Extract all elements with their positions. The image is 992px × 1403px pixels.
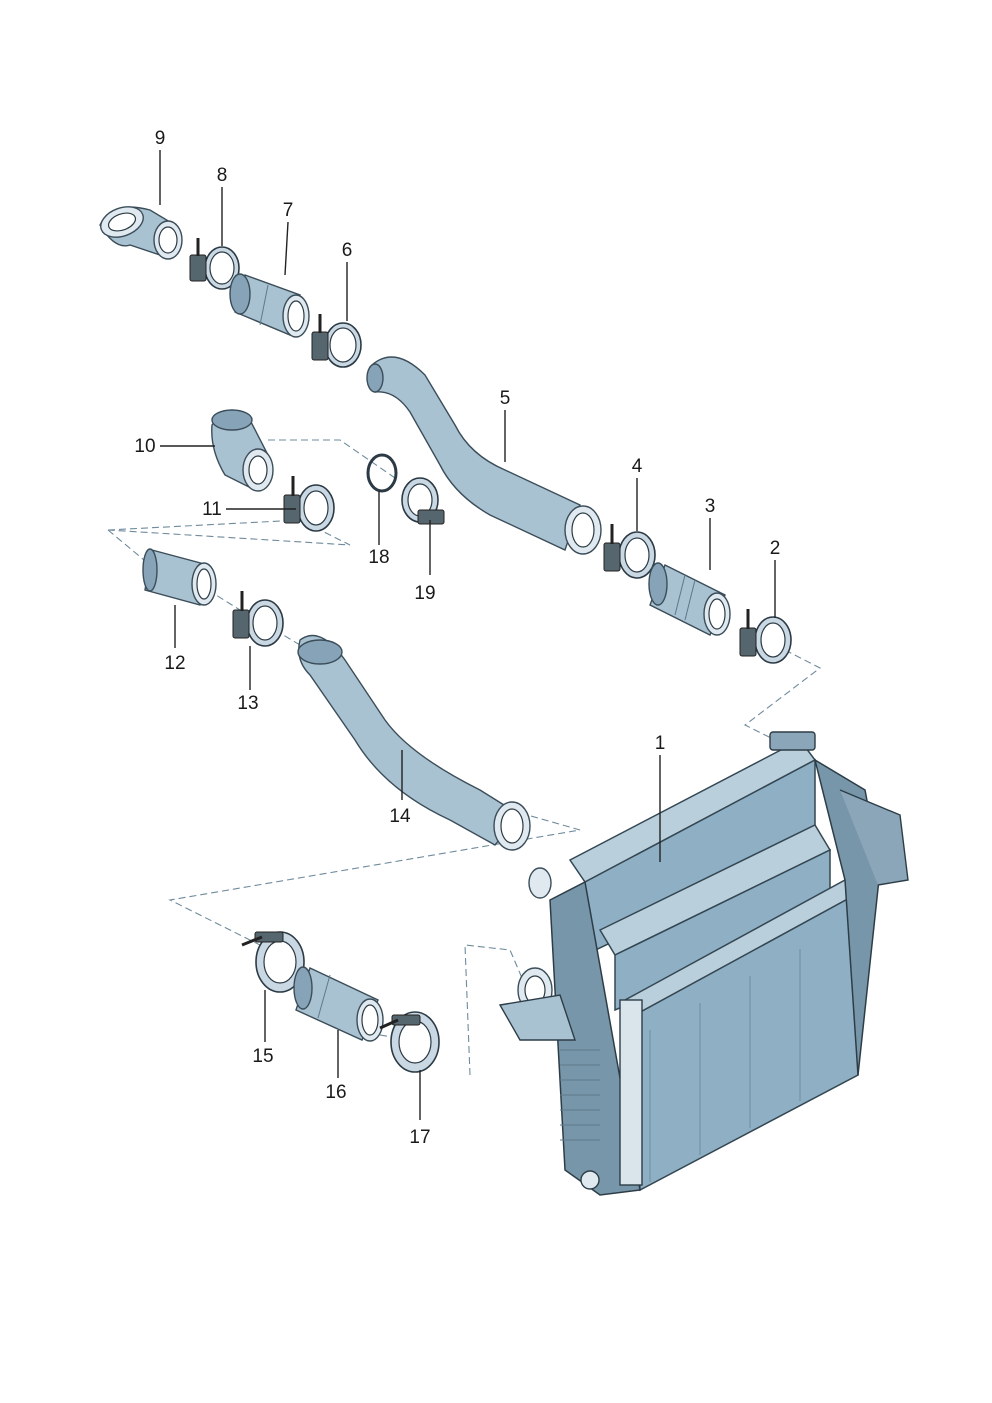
part-15-v-band-clamp [241, 931, 305, 993]
part-18-o-ring [366, 453, 398, 493]
callout-11: 11 [202, 499, 222, 520]
callout-numbers: 9 8 7 6 5 4 3 2 10 11 18 19 12 13 14 1 1… [134, 128, 780, 1148]
part-5-charge-air-pipe [366, 356, 602, 555]
callout-12: 12 [164, 653, 185, 674]
callout-13: 13 [237, 693, 258, 714]
part-10-elbow-hose [211, 409, 274, 492]
callout-1: 1 [655, 733, 666, 754]
callout-4: 4 [632, 456, 643, 477]
part-4-hose-clamp [603, 524, 656, 579]
part-1-intercooler [498, 731, 909, 1196]
callout-14: 14 [389, 806, 411, 827]
part-12-sleeve [142, 548, 217, 606]
part-19-hose-clamp [401, 477, 445, 525]
callout-7: 7 [283, 200, 294, 221]
callout-17: 17 [409, 1127, 430, 1148]
part-16-connector-hose [293, 966, 384, 1042]
part-9-elbow-hose [99, 206, 183, 260]
callout-19: 19 [414, 583, 435, 604]
part-13-hose-clamp [232, 591, 284, 647]
callout-15: 15 [252, 1046, 273, 1067]
callout-6: 6 [342, 240, 353, 261]
part-8-hose-clamp [189, 238, 240, 290]
callout-3: 3 [705, 496, 716, 517]
part-2-hose-clamp [739, 609, 792, 664]
part-11-hose-clamp [283, 476, 335, 532]
callout-9: 9 [155, 128, 166, 149]
part-7-hose [229, 273, 310, 338]
part-3-hose [648, 562, 731, 636]
part-17-v-band-clamp [379, 1011, 440, 1073]
callout-10: 10 [134, 436, 155, 457]
part-6-hose-clamp [311, 314, 362, 368]
part-14-charge-air-pipe [297, 634, 531, 851]
callout-18: 18 [368, 547, 389, 568]
callout-5: 5 [500, 388, 511, 409]
leader-lines [159, 150, 776, 1120]
callout-2: 2 [770, 538, 781, 559]
callout-16: 16 [325, 1082, 346, 1103]
callout-8: 8 [217, 165, 228, 186]
